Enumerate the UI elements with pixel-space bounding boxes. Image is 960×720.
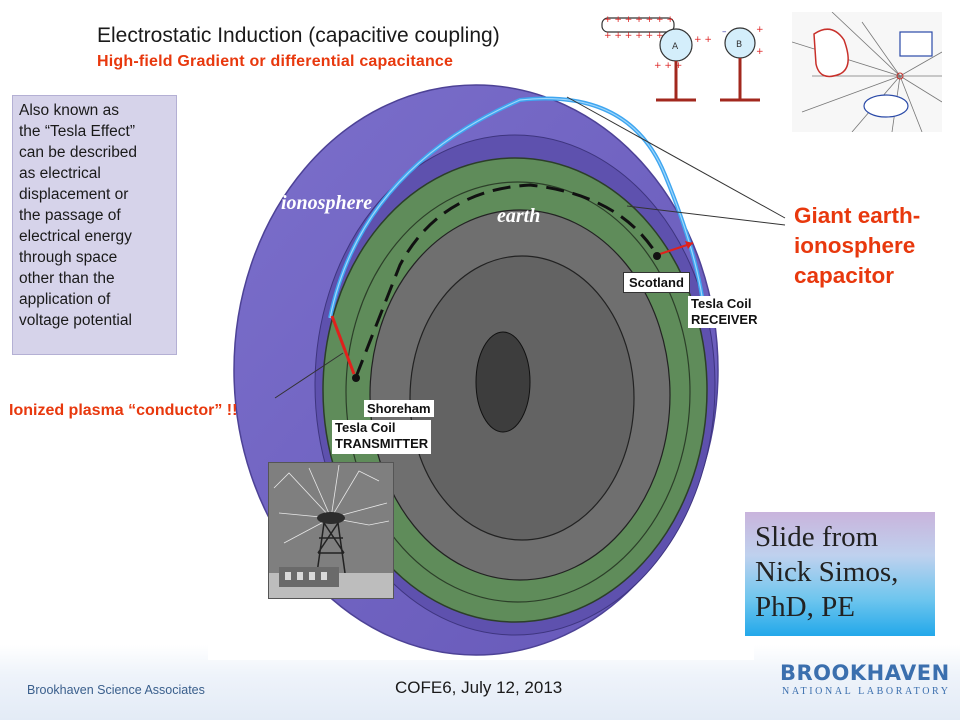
receiver-line2: RECEIVER [691,312,758,327]
plasma-conductor-label: Ionized plasma “conductor” !! [9,402,238,419]
sphere-a-label: A [672,42,679,52]
tesla-effect-note: Also known as the “Tesla Effect” can be … [12,95,177,355]
giant-label-line: capacitor [794,263,895,288]
giant-label-line: Giant earth- [794,203,921,228]
svg-text:+ + + + + + +: + + + + + + + [604,15,674,25]
note-line: can be described [19,144,138,161]
leader-line-ionosphere [566,96,786,219]
svg-text:+ +: + + [694,35,712,45]
slide-title: Electrostatic Induction (capacitive coup… [97,24,500,47]
svg-text:+: + [756,25,764,35]
scotland-marker [653,252,661,260]
note-line: other than the [19,270,115,287]
scotland-tag: Scotland [623,272,690,293]
transmitter-arrow [330,315,356,375]
inner-core [475,331,531,433]
slide-credit: Slide from Nick Simos, PhD, PE [745,512,935,636]
svg-text:+ + +: + + + [654,61,682,71]
note-line: as electrical [19,165,101,182]
credit-line: PhD, PE [755,591,855,623]
svg-text:+: + [756,47,764,57]
svg-text:–: – [722,27,727,37]
leader-line-plasma [274,352,344,399]
transmitter-line1: Tesla Coil [335,420,396,435]
sphere-b-label: B [736,40,742,50]
ionosphere-label: ionosphere [281,192,373,214]
receiver-line1: Tesla Coil [691,296,752,311]
note-line: the “Tesla Effect” [19,123,136,140]
leader-line-earth [626,205,786,226]
transmitter-tag: Tesla Coil TRANSMITTER [332,420,432,454]
earth-path-dashed [354,183,659,378]
field-lines-sketch [792,12,942,132]
giant-capacitor-label: Giant earth- ionosphere capacitor [794,201,959,291]
credit-line: Nick Simos, [755,556,899,588]
note-line: voltage potential [19,312,132,329]
earth-label: earth [497,205,541,227]
note-line: through space [19,249,118,266]
note-line: displacement or [19,186,129,203]
footer-event-date: COFE6, July 12, 2013 [395,678,563,697]
tower-illustration [269,463,393,598]
note-line: application of [19,291,111,308]
footer-organization: Brookhaven Science Associates [27,683,205,697]
logo-subtitle: NATIONAL LABORATORY [782,686,951,697]
logo-wordmark: BROOKHAVEN [780,661,950,685]
giant-label-line: ionosphere [794,233,916,258]
wardenclyffe-tower-photo [268,462,394,599]
receiver-tag: Tesla Coil RECEIVER [688,296,761,328]
capacitance-sketch: + + + + + + + + + + + + + + A + + + + + … [601,15,764,102]
shoreham-marker [352,374,360,382]
note-line: the passage of [19,207,121,224]
svg-text:+ + + + + + +: + + + + + + + [604,31,674,41]
note-line: electrical energy [19,228,132,245]
mantle-boundary [345,181,691,603]
transmitter-line2: TRANSMITTER [335,436,429,451]
credit-line: Slide from [755,521,879,553]
brookhaven-logo: BROOKHAVEN NATIONAL LABORATORY [776,661,949,701]
slide-subtitle: High-field Gradient or differential capa… [97,53,454,70]
note-line: Also known as [19,102,119,119]
shoreham-tag: Shoreham [364,400,434,417]
